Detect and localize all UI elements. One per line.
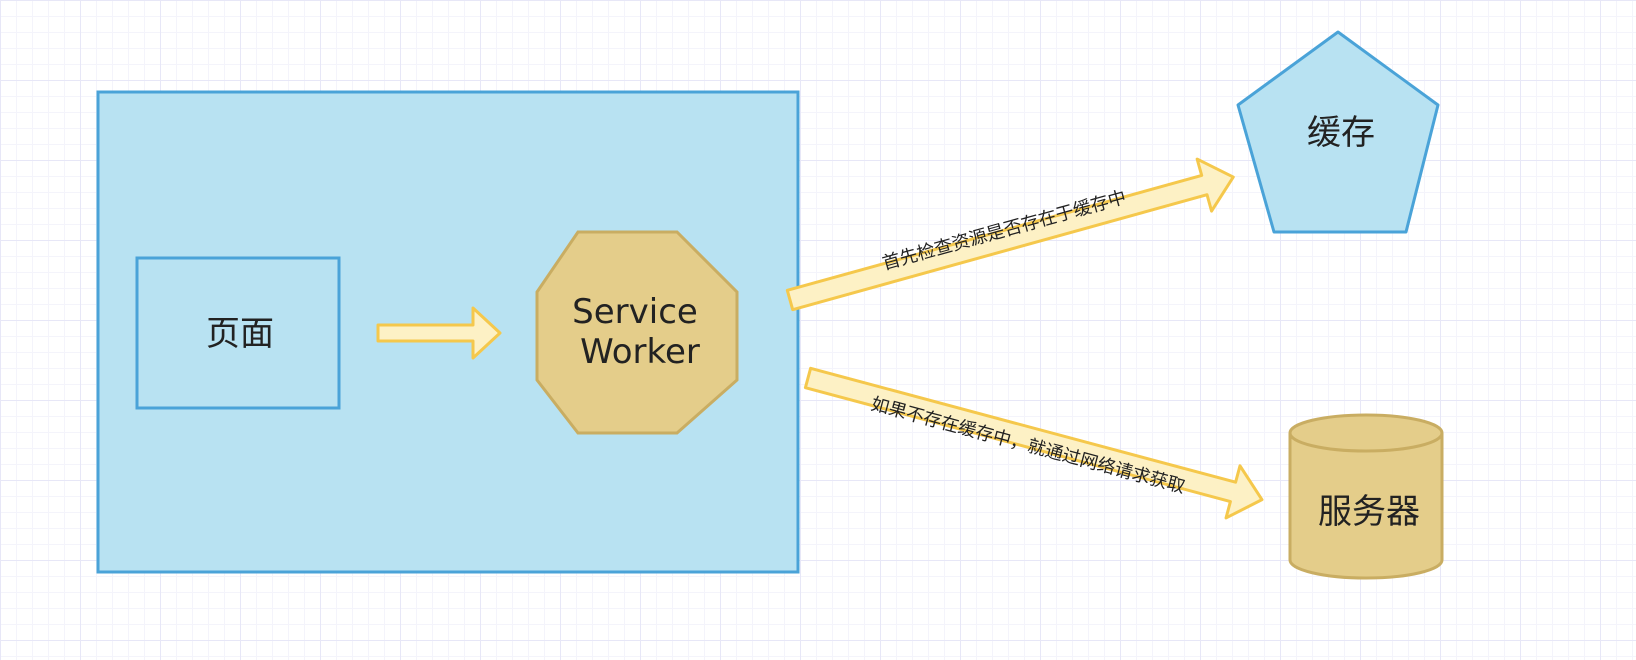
arrow-check-cache-label: 首先检查资源是否存在于缓存中 (880, 187, 1128, 275)
arrow-fetch-network (803, 366, 1264, 520)
cache-label: 缓存 (1307, 113, 1375, 153)
arrow-fetch-network-label: 如果不存在缓存中，就通过网络请求获取 (869, 394, 1187, 498)
server-label: 服务器 (1318, 492, 1420, 532)
page-label: 页面 (206, 314, 274, 354)
server-cylinder (1288, 413, 1444, 580)
service-worker-label-line1: Service (572, 292, 698, 332)
service-worker-octagon (535, 230, 739, 435)
cache-pentagon (1236, 30, 1440, 234)
page-box (135, 256, 341, 410)
arrow-page-to-worker (376, 306, 502, 360)
arrow-check-cache (785, 157, 1235, 312)
service-worker-label-line2: Worker (580, 332, 700, 372)
server-cylinder-rim (1288, 432, 1444, 453)
